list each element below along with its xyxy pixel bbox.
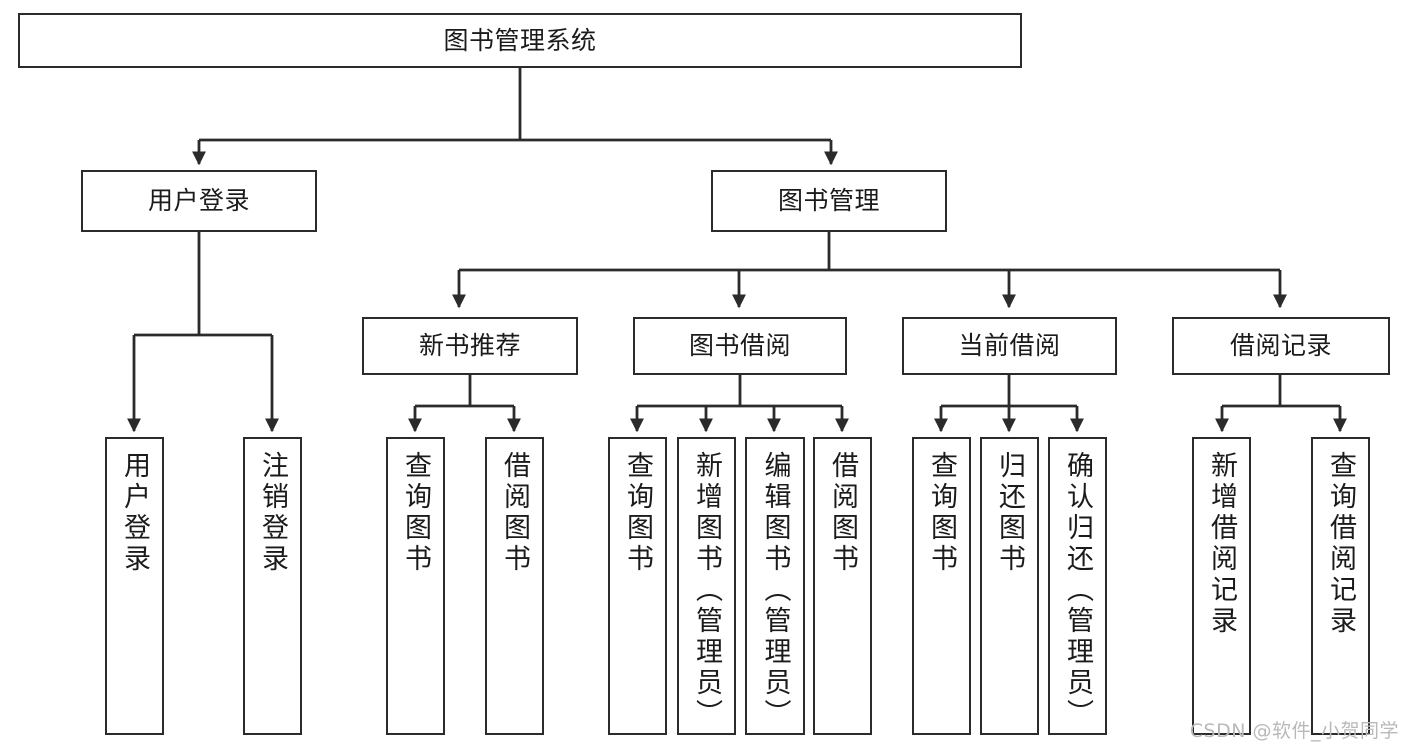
node-current-borrow[interactable]: 当前借阅 — [902, 317, 1117, 375]
node-root-label: 图书管理系统 — [443, 25, 597, 55]
leaf-current-borrow-2[interactable]: 归还图书 — [980, 437, 1039, 735]
node-borrow-record-label: 借阅记录 — [1229, 331, 1332, 361]
leaf-user-login-2-label: 注销登录 — [257, 451, 288, 575]
leaf-book-borrow-2-label: 新增图书（管理员） — [691, 451, 722, 730]
leaf-book-borrow-1-label: 查询图书 — [622, 451, 653, 575]
leaf-borrow-record-1[interactable]: 新增借阅记录 — [1192, 437, 1251, 735]
leaf-book-borrow-2[interactable]: 新增图书（管理员） — [677, 437, 736, 735]
leaf-borrow-record-1-label: 新增借阅记录 — [1206, 451, 1237, 637]
leaf-user-login-1[interactable]: 用户登录 — [105, 437, 164, 735]
leaf-new-book-1-label: 查询图书 — [400, 451, 431, 575]
node-borrow-record[interactable]: 借阅记录 — [1172, 317, 1390, 375]
leaf-book-borrow-4-label: 借阅图书 — [827, 451, 858, 575]
leaf-new-book-1[interactable]: 查询图书 — [386, 437, 445, 735]
node-user-login[interactable]: 用户登录 — [81, 170, 317, 232]
leaf-user-login-1-label: 用户登录 — [119, 451, 150, 575]
node-root[interactable]: 图书管理系统 — [18, 13, 1022, 68]
leaf-current-borrow-1[interactable]: 查询图书 — [912, 437, 971, 735]
leaf-new-book-2[interactable]: 借阅图书 — [485, 437, 544, 735]
leaf-book-borrow-4[interactable]: 借阅图书 — [813, 437, 872, 735]
node-book-manage[interactable]: 图书管理 — [711, 170, 947, 232]
node-new-book-recommend[interactable]: 新书推荐 — [362, 317, 578, 375]
leaf-book-borrow-3[interactable]: 编辑图书（管理员） — [745, 437, 805, 735]
node-current-borrow-label: 当前借阅 — [958, 331, 1061, 361]
leaf-current-borrow-2-label: 归还图书 — [994, 451, 1025, 575]
leaf-book-borrow-1[interactable]: 查询图书 — [608, 437, 667, 735]
node-book-manage-label: 图书管理 — [777, 186, 880, 216]
leaf-book-borrow-3-label: 编辑图书（管理员） — [759, 451, 791, 730]
leaf-borrow-record-2-label: 查询借阅记录 — [1325, 451, 1356, 637]
leaf-current-borrow-1-label: 查询图书 — [926, 451, 957, 575]
node-book-borrow-label: 图书借阅 — [688, 331, 791, 361]
node-book-borrow[interactable]: 图书借阅 — [633, 317, 847, 375]
leaf-current-borrow-3-label: 确认归还（管理员） — [1062, 451, 1093, 730]
node-user-login-label: 用户登录 — [147, 186, 250, 216]
leaf-new-book-2-label: 借阅图书 — [499, 451, 530, 575]
leaf-borrow-record-2[interactable]: 查询借阅记录 — [1311, 437, 1370, 735]
leaf-user-login-2[interactable]: 注销登录 — [243, 437, 302, 735]
leaf-current-borrow-3[interactable]: 确认归还（管理员） — [1048, 437, 1107, 735]
node-new-book-recommend-label: 新书推荐 — [418, 331, 521, 361]
